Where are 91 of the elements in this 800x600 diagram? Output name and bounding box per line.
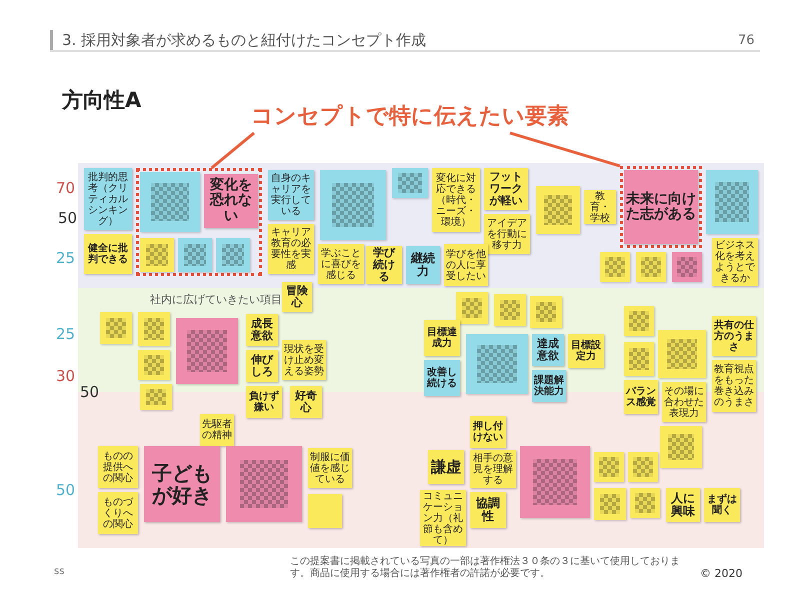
sticky-note: 改善し続ける [424,360,460,396]
connector-line [210,132,255,170]
connector-line [510,132,620,168]
sticky-note: ものづくりへの関心 [98,492,138,534]
sticky-note: 先駆者の精神 [200,414,234,446]
group-heading: 社内に広げていきたい項目 [150,294,282,307]
axis-score: 25 [56,250,76,268]
blurred-sticky-note [594,488,626,520]
blurred-sticky-note [628,452,658,482]
sticky-note: その場に合わせた表現力 [662,382,706,422]
sticky-note: 好奇心 [290,386,322,418]
blurred-sticky-note [138,312,170,346]
page-number: 76 [738,34,755,49]
axis-score: 25 [56,326,76,344]
sticky-note: ものの提供への関心 [98,446,138,488]
dotted-frame [136,168,262,276]
blurred-sticky-note [320,170,386,240]
copyright-text: © 2020 [700,568,742,581]
blurred-sticky-note [530,296,562,328]
blurred-sticky-note [140,384,172,410]
sticky-note: 現状を受け止め変える姿勢 [282,340,326,380]
axis-score: 70 [56,180,76,198]
blurred-sticky-note [176,318,238,384]
blurred-sticky-note [100,312,132,344]
sticky-note: フットワークが軽い [484,168,528,210]
sticky-note [308,494,342,528]
sticky-note: コミュニケーション力（礼節も含めて） [420,490,466,546]
sticky-note: 健全に批判できる [84,234,132,274]
blurred-sticky-note [140,238,174,272]
blurred-sticky-note [456,292,488,324]
sticky-note: 共有の仕方のうまさ [712,316,756,356]
sticky-note: 課題解決能力 [532,370,566,402]
blurred-sticky-note [138,350,170,380]
blurred-sticky-note [600,252,630,282]
blurred-sticky-note [392,168,428,198]
sticky-note: 教育・学校 [584,190,616,224]
sticky-note: 子どもが好き [144,446,220,522]
sticky-note: 成長意欲 [246,314,278,346]
blurred-sticky-note [658,330,706,378]
sticky-note: 達成意欲 [532,334,564,366]
sticky-note: 目標設定力 [568,334,604,368]
axis-score: 50 [56,482,76,500]
blurred-sticky-note [140,172,200,232]
blurred-sticky-note [536,186,580,234]
page-heading: 3. 採用対象者が求めるものと紐付けたコンセプト作成 [62,32,426,50]
sticky-note: ビジネス化を考えようとできるか [712,238,758,286]
blurred-sticky-note [624,342,654,376]
sticky-note: 人に興味 [666,488,700,522]
blurred-sticky-note [636,252,666,282]
sticky-note: 学ぶことに喜びを感じる [318,244,364,284]
sticky-note: 自身のキャリアを実行している [268,170,314,220]
blurred-sticky-note [494,294,526,326]
axis-score: 30 [56,368,76,386]
blurred-sticky-note [178,238,212,272]
sticky-note: 相手の意見を理解する [470,450,516,488]
axis-score: 50 [58,210,78,228]
blurred-sticky-note [466,334,528,394]
blurred-sticky-note [706,170,758,234]
sticky-note: 学び続ける [366,246,402,284]
sticky-note: 変化を恐れない [204,174,258,228]
sticky-note: 押し付けない [470,416,506,448]
callout-heading: コンセプトで特に伝えたい要素 [250,104,570,130]
sticky-note: 目標達成力 [424,320,460,356]
footer-note: この提案書に掲載されている写真の一部は著作権法３０条の３に基いて使用しております。商品に使用する場合には著作権者の許諾が必要です。 [290,556,681,579]
blurred-sticky-note [624,306,654,336]
blurred-sticky-note [594,452,624,482]
blurred-sticky-note [672,252,702,282]
blurred-sticky-note [660,426,702,468]
sticky-note: 制服に価値を感じている [308,448,352,488]
sticky-note: バランス感覚 [624,380,658,414]
section-title: 方向性A [62,88,142,112]
sticky-note: 負けず嫌い [246,386,282,418]
sticky-note: 謙虚 [428,450,464,484]
footer-mark: ss [54,566,64,578]
sticky-note: まずは聞く [704,488,740,522]
sticky-note: 学びを他の人に享受したい [444,244,488,286]
blurred-sticky-note [226,446,302,522]
sticky-note: 冒険心 [282,282,312,312]
sticky-note: 変化に対応できる（時代・ニーズ・環境） [432,168,480,232]
sticky-note: アイデアを行動に移す力 [484,214,530,254]
sticky-note: 未来に向けた志がある [624,170,698,244]
axis-score: 50 [80,384,100,402]
blurred-sticky-note [630,488,660,518]
sticky-note: 批判的思考（クリティカルシンキング） [84,168,132,230]
blurred-sticky-note [216,238,250,272]
sticky-note: 教育視点をもった巻き込みのうまさ [712,360,756,412]
sticky-note: 伸びしろ [246,350,278,382]
sticky-note: キャリア教育の必要性を実感 [268,224,314,274]
sticky-note: 協調性 [470,492,506,528]
sticky-note: 継続力 [406,246,440,284]
blurred-sticky-note [520,446,590,518]
